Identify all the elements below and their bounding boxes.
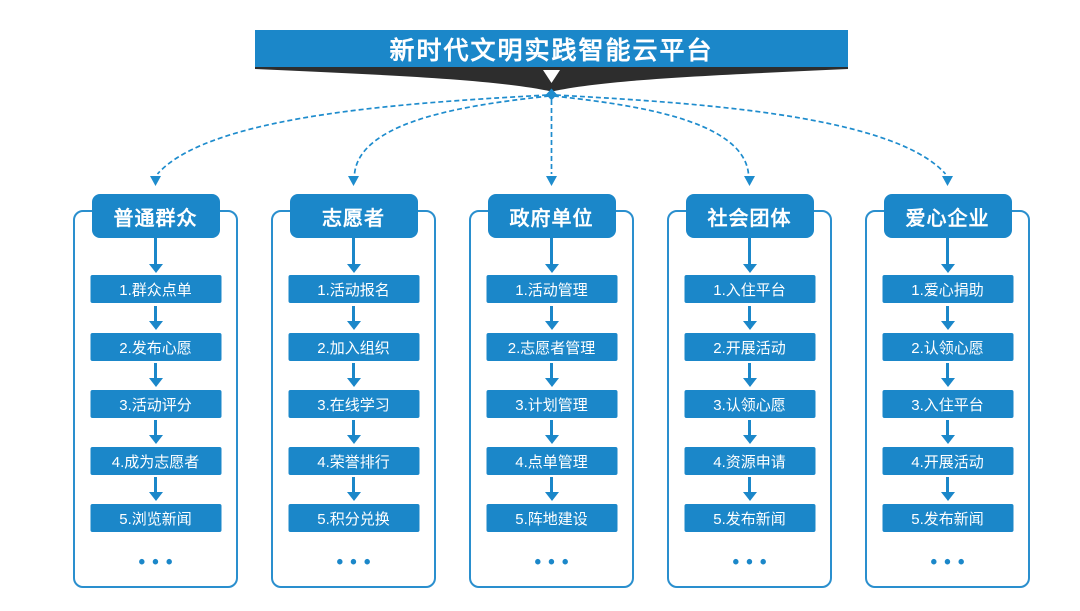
column-panel: 普通群众 1.群众点单 2.发布心愿 3.活动评分 4.成为志愿者 5.浏览新闻… [73, 194, 238, 588]
column-header: 爱心企业 [883, 194, 1012, 238]
flow-arrow-icon [148, 306, 164, 330]
flow-item: 1.群众点单 [90, 275, 221, 303]
flow-item: 4.资源申请 [684, 447, 815, 475]
flow-arrow-icon [148, 420, 164, 444]
flow-item: 2.志愿者管理 [486, 333, 617, 361]
flow-arrow-icon [346, 420, 362, 444]
flow-item: 3.计划管理 [486, 390, 617, 418]
flow-item: 1.爱心捐助 [882, 275, 1013, 303]
dashed-arrowhead-col2 [348, 176, 359, 186]
flow-arrow-icon [940, 363, 956, 387]
dashed-arrowhead-col3 [546, 176, 557, 186]
flow-item: 5.浏览新闻 [90, 504, 221, 532]
column-panel: 志愿者 1.活动报名 2.加入组织 3.在线学习 4.荣誉排行 5.积分兑换 •… [271, 194, 436, 588]
flow-arrow-icon [346, 477, 362, 501]
flow-arrow-icon [148, 238, 164, 273]
flow-item: 1.活动报名 [288, 275, 419, 303]
flow-arrow-icon [742, 306, 758, 330]
dashed-arrowhead-col5 [942, 176, 953, 186]
flow-item: 2.开展活动 [684, 333, 815, 361]
flow-arrow-icon [346, 306, 362, 330]
flow-item: 2.加入组织 [288, 333, 419, 361]
flow-item: 5.发布新闻 [882, 504, 1013, 532]
flow-arrow-icon [148, 477, 164, 501]
column-panel: 政府单位 1.活动管理 2.志愿者管理 3.计划管理 4.点单管理 5.阵地建设… [469, 194, 634, 588]
column-header: 志愿者 [289, 194, 418, 238]
flow-arrow-icon [544, 477, 560, 501]
more-indicator: ••• [534, 552, 576, 573]
dashed-link-col2 [353, 95, 550, 175]
dashed-link-col1 [156, 94, 548, 175]
dashed-link-col5 [555, 94, 947, 175]
flow-arrow-icon [544, 306, 560, 330]
flow-item: 5.阵地建设 [486, 504, 617, 532]
column-header: 普通群众 [91, 194, 220, 238]
flow-arrow-icon [742, 363, 758, 387]
flow-item: 5.积分兑换 [288, 504, 419, 532]
more-indicator: ••• [138, 552, 180, 573]
flow-item: 2.发布心愿 [90, 333, 221, 361]
column-header: 社会团体 [685, 194, 814, 238]
more-indicator: ••• [930, 552, 972, 573]
flow-arrow-icon [940, 477, 956, 501]
flow-arrow-icon [742, 238, 758, 273]
flow-arrow-icon [544, 238, 560, 273]
flow-arrow-icon [148, 363, 164, 387]
dashed-link-col4 [553, 95, 750, 175]
column-panel: 社会团体 1.入住平台 2.开展活动 3.认领心愿 4.资源申请 5.发布新闻 … [667, 194, 832, 588]
flow-item: 1.活动管理 [486, 275, 617, 303]
funnel-down-arrow-icon [543, 70, 560, 83]
dashed-arrowhead-col4 [744, 176, 755, 186]
flow-arrow-icon [940, 238, 956, 273]
more-indicator: ••• [732, 552, 774, 573]
flow-item: 4.荣誉排行 [288, 447, 419, 475]
flow-arrow-icon [544, 363, 560, 387]
flow-item: 3.在线学习 [288, 390, 419, 418]
flow-item: 5.发布新闻 [684, 504, 815, 532]
funnel-shape [255, 66, 848, 92]
more-indicator: ••• [336, 552, 378, 573]
flow-item: 3.入住平台 [882, 390, 1013, 418]
flow-arrow-icon [940, 306, 956, 330]
dashed-arrowhead-col1 [150, 176, 161, 186]
flow-arrow-icon [346, 363, 362, 387]
flow-arrow-icon [742, 477, 758, 501]
flow-item: 4.开展活动 [882, 447, 1013, 475]
flow-item: 2.认领心愿 [882, 333, 1013, 361]
flow-item: 1.入住平台 [684, 275, 815, 303]
flow-item: 4.成为志愿者 [90, 447, 221, 475]
column-header: 政府单位 [487, 194, 616, 238]
flow-item: 4.点单管理 [486, 447, 617, 475]
platform-title-banner: 新时代文明实践智能云平台 [255, 30, 848, 67]
column-panel: 爱心企业 1.爱心捐助 2.认领心愿 3.入住平台 4.开展活动 5.发布新闻 … [865, 194, 1030, 588]
flow-arrow-icon [940, 420, 956, 444]
flow-item: 3.认领心愿 [684, 390, 815, 418]
platform-title: 新时代文明实践智能云平台 [389, 36, 714, 65]
fan-origin-node [546, 88, 557, 101]
flow-item: 3.活动评分 [90, 390, 221, 418]
flow-arrow-icon [544, 420, 560, 444]
flow-arrow-icon [742, 420, 758, 444]
flow-arrow-icon [346, 238, 362, 273]
